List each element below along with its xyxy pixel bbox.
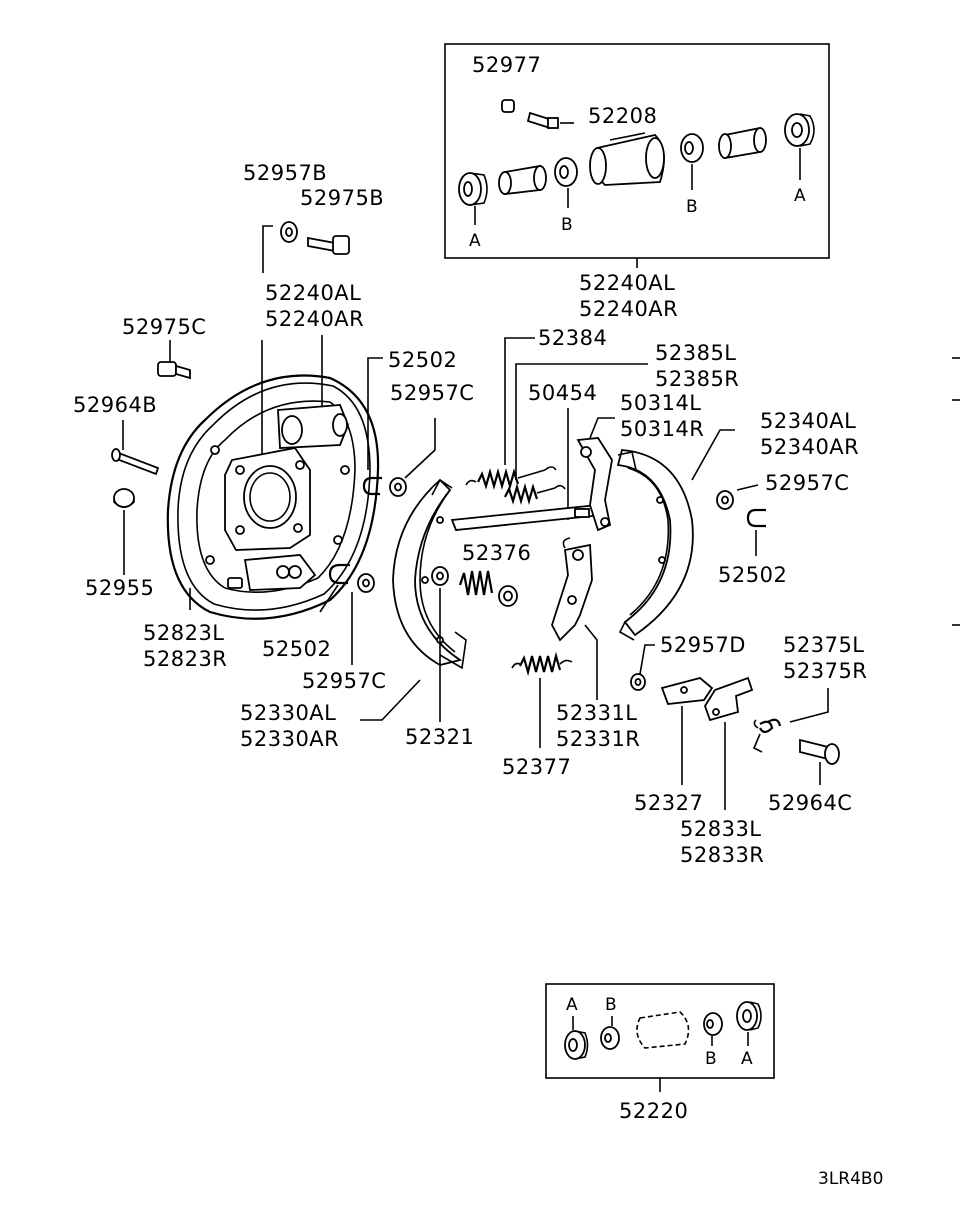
label-52385r: 52385R xyxy=(655,367,739,391)
bracket-52833 xyxy=(704,676,754,722)
brake-shoe-right xyxy=(616,449,694,641)
spring-52377 xyxy=(511,651,573,677)
label-52502-b: 52502 xyxy=(718,563,787,587)
kit-cup-a-left xyxy=(564,1030,589,1060)
marker-a-bottom-right: A xyxy=(741,1049,753,1069)
diagram-code: 3LR4B0 xyxy=(818,1169,883,1189)
kit-seal-dashed xyxy=(636,1011,690,1049)
label-52975b: 52975B xyxy=(300,186,384,210)
label-52240ar-box: 52240AR xyxy=(579,297,678,321)
bleeder-cap xyxy=(501,99,515,113)
parking-lever-52331 xyxy=(551,537,593,642)
spring-52375 xyxy=(752,718,782,753)
marker-a-bottom-left: A xyxy=(566,995,578,1015)
pin-52964b xyxy=(111,448,160,476)
marker-b-top-left: B xyxy=(561,215,573,235)
label-52375r: 52375R xyxy=(783,659,867,683)
washer-52957c-b xyxy=(716,490,734,510)
label-52502-a: 52502 xyxy=(388,348,457,372)
label-52833r: 52833R xyxy=(680,843,764,867)
brake-shoe-left xyxy=(392,478,467,670)
label-52957c-a: 52957C xyxy=(390,381,474,405)
spring-52385 xyxy=(504,482,566,506)
label-52833l: 52833L xyxy=(680,817,762,841)
plug-52955 xyxy=(113,488,135,508)
kit-boot-b-right xyxy=(703,1012,723,1036)
latch-52327 xyxy=(660,677,714,705)
label-52964c: 52964C xyxy=(768,791,852,815)
pin-52964c xyxy=(799,738,840,765)
label-52964b: 52964B xyxy=(73,393,157,417)
label-52957d: 52957D xyxy=(660,633,746,657)
label-52957c-c: 52957C xyxy=(302,669,386,693)
piston-left xyxy=(498,164,547,196)
repair-kit-box xyxy=(545,983,775,1092)
piston-right xyxy=(718,126,767,160)
label-52330al: 52330AL xyxy=(240,701,336,725)
label-52376: 52376 xyxy=(462,541,531,565)
kit-cup-a-right xyxy=(736,1001,762,1031)
marker-b-bottom-right: B xyxy=(705,1049,717,1069)
cylinder-cup-a-right xyxy=(784,113,815,147)
kit-boot-b-left xyxy=(600,1026,620,1050)
label-52375l: 52375L xyxy=(783,633,865,657)
label-52327: 52327 xyxy=(634,791,703,815)
label-52502-c: 52502 xyxy=(262,637,331,661)
label-50314l: 50314L xyxy=(620,391,702,415)
label-52340ar: 52340AR xyxy=(760,435,859,459)
backing-plate xyxy=(166,374,380,620)
marker-a-top-left: A xyxy=(469,231,481,251)
washer-52957b xyxy=(280,221,298,243)
label-52955: 52955 xyxy=(85,576,154,600)
washer-52957d xyxy=(630,673,646,691)
adjuster-lever-50314 xyxy=(576,437,613,532)
label-52240al-box: 52240AL xyxy=(579,271,675,295)
wheel-cylinder-kit-box xyxy=(444,43,830,268)
marker-b-top-right: B xyxy=(686,197,698,217)
label-52340al: 52340AL xyxy=(760,409,856,433)
label-52240ar-top: 52240AR xyxy=(265,307,364,331)
clip-52502-a xyxy=(362,476,382,496)
label-52385l: 52385L xyxy=(655,341,737,365)
cylinder-cup-a-left xyxy=(458,172,488,206)
label-52331l: 52331L xyxy=(556,701,638,725)
label-50314r: 50314R xyxy=(620,417,704,441)
label-52977: 52977 xyxy=(472,53,541,77)
label-52331r: 52331R xyxy=(556,727,640,751)
label-52377: 52377 xyxy=(502,755,571,779)
washer-52321 xyxy=(431,566,449,586)
label-52208: 52208 xyxy=(588,104,657,128)
label-52975c: 52975C xyxy=(122,315,206,339)
cylinder-body xyxy=(589,132,665,186)
marker-a-top-right: A xyxy=(794,186,806,206)
bolt-52975c xyxy=(157,361,191,380)
label-52330ar: 52330AR xyxy=(240,727,339,751)
label-50454: 50454 xyxy=(528,381,597,405)
washer-52957c-a xyxy=(389,477,407,497)
label-52240al-top: 52240AL xyxy=(265,281,361,305)
label-52957c-b: 52957C xyxy=(765,471,849,495)
label-52384: 52384 xyxy=(538,326,607,350)
bleeder-screw xyxy=(526,111,574,130)
clip-52502-c xyxy=(328,563,350,585)
label-52220: 52220 xyxy=(619,1099,688,1123)
clip-52502-b xyxy=(746,508,766,528)
marker-b-bottom-left: B xyxy=(605,995,617,1015)
bolt-52975b xyxy=(307,235,350,255)
spring-52376 xyxy=(458,570,494,596)
label-52823l: 52823L xyxy=(143,621,225,645)
spring-52384 xyxy=(465,466,557,491)
cap-52376 xyxy=(498,585,518,607)
label-52321: 52321 xyxy=(405,725,474,749)
label-52823r: 52823R xyxy=(143,647,227,671)
boot-b-right xyxy=(680,133,704,163)
washer-52957c-c xyxy=(357,573,375,593)
strut-50454 xyxy=(450,504,604,531)
label-52957b: 52957B xyxy=(243,161,327,185)
boot-b-left xyxy=(554,157,578,187)
